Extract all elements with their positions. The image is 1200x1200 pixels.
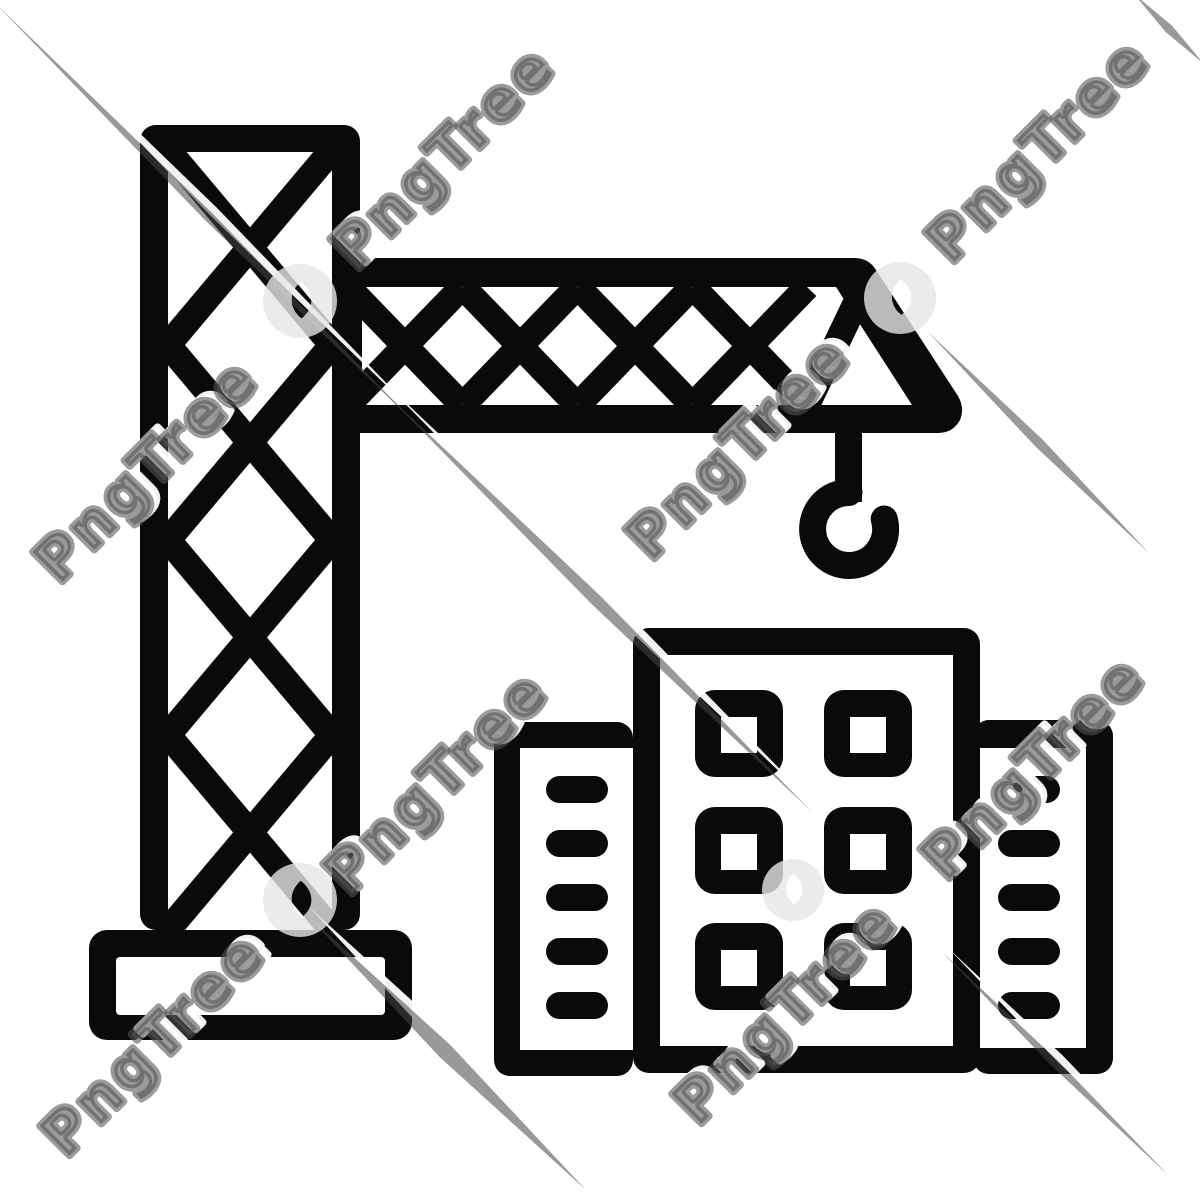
watermark-slash	[304, 907, 591, 1190]
watermark-slash	[1138, 0, 1200, 61]
crane-hook	[799, 420, 900, 579]
pngtree-leaf-logo-icon	[864, 262, 936, 334]
left-building-windows	[546, 776, 608, 1019]
building-center	[633, 628, 980, 1073]
crane-base	[89, 930, 412, 1040]
svg-text:PngTree: PngTree	[913, 25, 1164, 276]
building-right	[973, 720, 1113, 1074]
jib-cross-braces	[338, 277, 874, 415]
crane-icon	[89, 125, 1113, 1076]
pngtree-leaf-logo-icon	[263, 264, 337, 338]
watermark-slash	[928, 327, 1155, 554]
pngtree-leaf-logo-icon	[263, 863, 337, 937]
watermark-slash	[380, 383, 817, 812]
center-building-window-panes	[721, 717, 886, 986]
watermark-slash	[942, 947, 1173, 1175]
pngtree-leaf-logo-icon	[762, 859, 824, 921]
building-left	[494, 722, 633, 1076]
crane-jib	[338, 258, 963, 433]
